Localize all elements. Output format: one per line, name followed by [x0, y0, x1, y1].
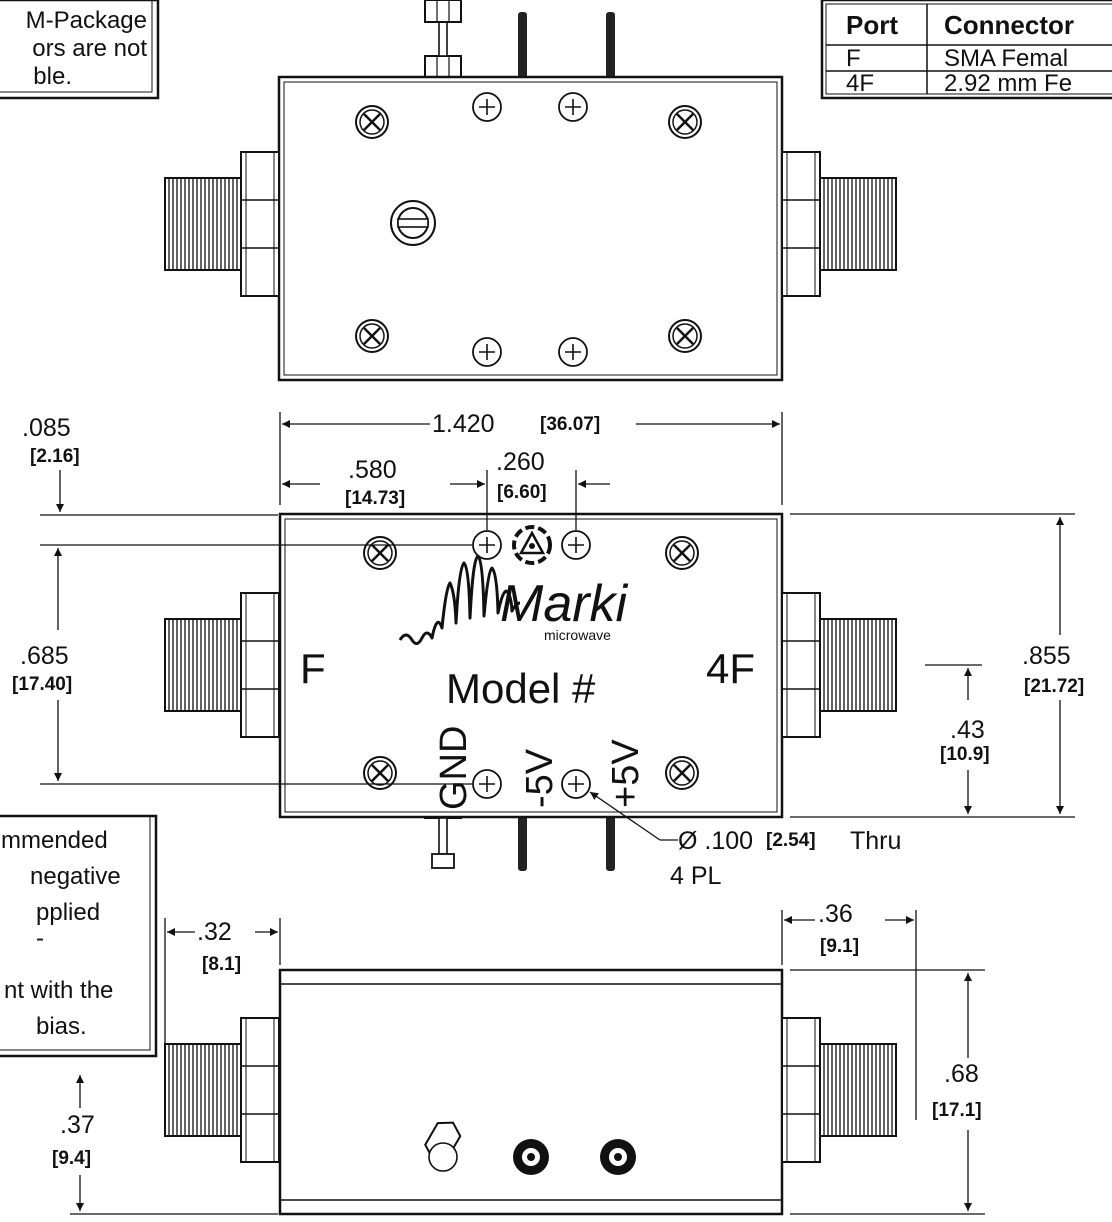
note-line: ble.: [33, 63, 72, 90]
dim-width-mm: [36.07]: [540, 414, 600, 435]
dimension-labels: 1.420 [36.07] .085 [2.16] .580 [14.73] .…: [12, 410, 1084, 1169]
dim-pitch-in: .260: [496, 448, 545, 476]
dim-edge-mm: [2.16]: [30, 446, 80, 467]
dim-hole-x-in: .580: [348, 456, 397, 484]
side-view: [164, 968, 897, 1216]
pin-label-neg5v: -5V: [519, 748, 561, 808]
dim-pitch-mm: [6.60]: [497, 482, 547, 503]
connector-left-icon: [164, 151, 280, 297]
dim-side-h-mm: [17.1]: [932, 1100, 982, 1121]
screw-icon: [354, 318, 390, 354]
screw-icon: [667, 318, 703, 354]
dim-conn-y-in: .43: [950, 716, 985, 744]
hex-nut-icon: [424, 1121, 462, 1172]
dim-left-conn-mm: [8.1]: [202, 954, 241, 975]
top-view: [164, 5, 897, 382]
note-line: M-Package: [26, 7, 147, 34]
screw-icon: [664, 755, 700, 791]
tuning-screw-icon: [390, 200, 436, 246]
note-line: mmended: [1, 827, 108, 854]
mount-hole-icon: [561, 769, 591, 799]
dim-left-conn-in: .32: [197, 918, 232, 946]
screw-icon: [664, 535, 700, 571]
pin-lead: [518, 12, 527, 80]
dim-hole-count: 4 PL: [670, 862, 722, 890]
esd-warning-icon: [512, 525, 552, 565]
table-header: Connector: [944, 10, 1074, 40]
pin-lead: [606, 815, 615, 871]
dim-side-y-mm: [9.4]: [52, 1148, 91, 1169]
dim-edge-in: .085: [22, 414, 71, 442]
mount-hole-icon: [472, 337, 502, 367]
mount-hole-icon: [561, 530, 591, 560]
table-cell: SMA Femal: [944, 45, 1068, 72]
note-top-left: M-Package ors are not ble.: [0, 0, 160, 100]
mount-hole-icon: [472, 92, 502, 122]
connector-left-icon: [164, 592, 280, 738]
model-label: Model #: [446, 665, 596, 712]
screw-icon: [667, 104, 703, 140]
note-line: ors are not: [32, 35, 147, 62]
connector-right-icon: [781, 151, 897, 297]
dim-side-h-in: .68: [944, 1060, 979, 1088]
marki-logo: Marki microwave: [398, 554, 629, 645]
feedthrough-icon: [513, 1139, 549, 1175]
mount-hole-icon: [558, 337, 588, 367]
housing-body: [278, 968, 784, 1216]
pin-lead: [518, 815, 527, 871]
logo-subtext: microwave: [544, 627, 611, 643]
dim-side-y-in: .37: [60, 1111, 95, 1139]
note-line: bias.: [36, 1013, 87, 1040]
screw-icon: [354, 104, 390, 140]
dim-hole-y-mm: [17.40]: [12, 674, 72, 695]
connector-table: Port Connector F SMA Femal 4F 2.92 mm Fe: [820, 0, 1112, 100]
table-cell: 4F: [846, 70, 874, 97]
dim-height-mm: [21.72]: [1024, 676, 1084, 697]
mount-hole-icon: [472, 769, 502, 799]
table-cell: F: [846, 45, 861, 72]
note-line: -: [36, 925, 44, 952]
note-line: pplied: [36, 899, 100, 926]
note-line: nt with the: [4, 977, 113, 1004]
connector-left-icon: [164, 1017, 280, 1163]
pin-lead: [606, 12, 615, 80]
feedthrough-icon: [600, 1139, 636, 1175]
dim-width-in: 1.420: [432, 410, 495, 438]
dim-hole-thru: Thru: [850, 827, 901, 855]
logo-text: Marki: [500, 575, 629, 633]
table-header: Port: [846, 10, 898, 40]
dim-conn-y-mm: [10.9]: [940, 744, 990, 765]
dim-height-in: .855: [1022, 642, 1071, 670]
table-cell: 2.92 mm Fe: [944, 70, 1072, 97]
dim-hole-x-mm: [14.73]: [345, 488, 405, 509]
dim-hole-dia-in: Ø .100: [678, 827, 753, 855]
front-view: Marki microwave F 4F Model # GND -5V +5V: [164, 0, 897, 871]
dim-hole-dia-mm: [2.54]: [766, 830, 816, 851]
pin-label-pos5v: +5V: [605, 739, 647, 808]
set-screw-icon: [424, 0, 462, 23]
note-bottom-left: mmended negative pplied - nt with the bi…: [0, 814, 158, 1058]
mount-hole-icon: [558, 92, 588, 122]
port-label-left: F: [300, 645, 326, 692]
note-line: negative: [30, 863, 121, 890]
dim-right-conn-mm: [9.1]: [820, 936, 859, 957]
housing-body: [277, 75, 784, 382]
port-label-right: 4F: [706, 645, 755, 692]
dim-hole-y-in: .685: [20, 642, 69, 670]
pin-label-gnd: GND: [433, 726, 475, 810]
dim-right-conn-in: .36: [818, 900, 853, 928]
connector-right-icon: [781, 592, 897, 738]
screw-icon: [362, 535, 398, 571]
dimension-lines: [40, 412, 1075, 1215]
